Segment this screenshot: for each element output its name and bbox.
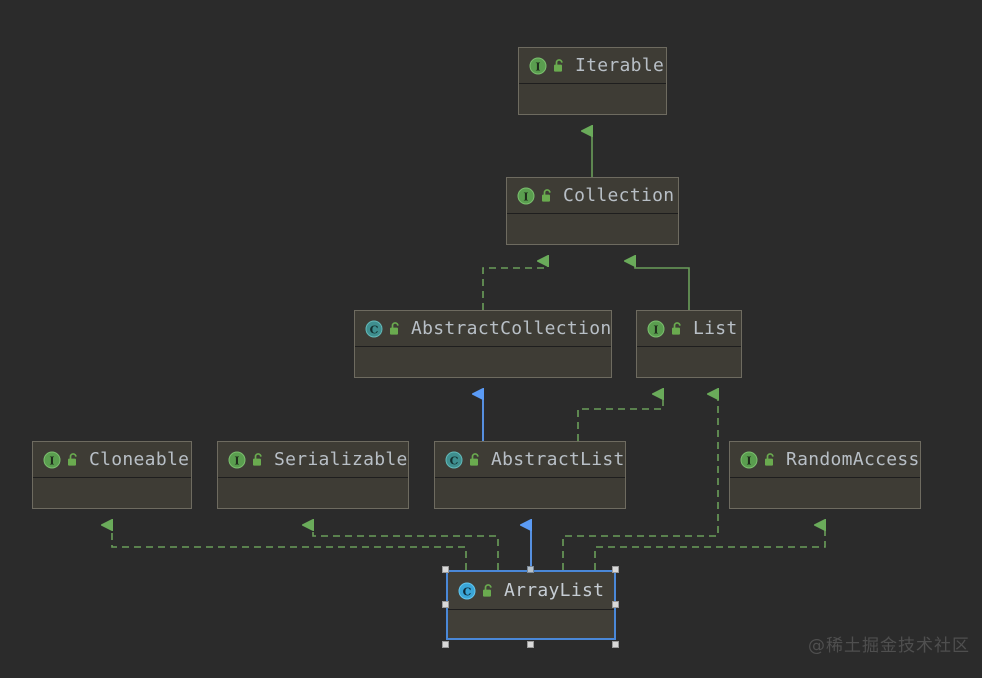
selection-handle-top-center[interactable] [527,566,534,573]
uml-node-abstract-collection[interactable]: C AbstractCollection [354,310,612,378]
interface-icon: I [517,187,535,204]
selection-handle-top-right[interactable] [612,566,619,573]
abstract-class-icon: C [365,320,383,337]
selection-handle-middle-right[interactable] [612,601,619,608]
watermark: @稀土掘金技术社区 [808,636,970,656]
selection-handle-bottom-center[interactable] [527,641,534,648]
interface-icon: I [529,57,547,74]
lock-public-icon [470,453,479,466]
abstract-class-icon: C [445,451,463,468]
edge-abstractlist-implements-list [577,394,663,441]
node-members-area [355,347,611,377]
edge-arraylist-implements-cloneable [112,525,467,570]
class-icon: C [458,582,476,599]
selection-handle-bottom-left[interactable] [442,641,449,648]
node-header: C AbstractCollection [355,311,611,347]
uml-node-list[interactable]: I List [636,310,742,378]
node-label: ArrayList [504,580,605,601]
svg-text:C: C [450,454,459,467]
svg-text:I: I [653,323,658,336]
node-label: Iterable [575,55,665,76]
node-header: I RandomAccess [730,442,920,478]
node-header: I Collection [507,178,678,214]
node-members-area [218,478,408,508]
lock-public-icon [390,322,399,335]
uml-node-cloneable[interactable]: I Cloneable [32,441,192,509]
edge-arraylist-implements-serializable [313,525,499,570]
node-header: C AbstractList [435,442,625,478]
interface-icon: I [228,451,246,468]
node-header: I Serializable [218,442,408,478]
svg-text:I: I [49,454,54,467]
svg-text:I: I [523,190,528,203]
node-label: AbstractCollection [411,318,612,339]
node-members-area [33,478,191,508]
selection-handle-middle-left[interactable] [442,601,449,608]
edge-list-extends-collection [635,261,690,310]
selection-handle-top-left[interactable] [442,566,449,573]
lock-public-icon [68,453,77,466]
lock-public-icon [765,453,774,466]
node-members-area [448,610,614,638]
svg-text:I: I [234,454,239,467]
uml-node-iterable[interactable]: I Iterable [518,47,667,115]
uml-node-arraylist[interactable]: C ArrayList [446,570,616,640]
uml-node-random-access[interactable]: I RandomAccess [729,441,921,509]
interface-icon: I [740,451,758,468]
lock-public-icon [483,584,492,597]
node-members-area [730,478,920,508]
interface-icon: I [647,320,665,337]
lock-public-icon [554,59,563,72]
node-label: AbstractList [491,449,625,470]
node-members-area [435,478,625,508]
uml-node-serializable[interactable]: I Serializable [217,441,409,509]
node-members-area [507,214,678,244]
node-members-area [519,84,666,114]
lock-public-icon [253,453,262,466]
node-label: List [693,318,738,339]
lock-public-icon [672,322,681,335]
svg-text:C: C [370,323,379,336]
node-header: I List [637,311,741,347]
svg-text:I: I [535,60,540,73]
node-label: Collection [563,185,675,206]
edge-abstractcollection-implements-collection [482,261,548,310]
node-members-area [637,347,741,377]
node-label: RandomAccess [786,449,920,470]
node-header: C ArrayList [448,572,614,610]
svg-text:I: I [746,454,751,467]
node-header: I Cloneable [33,442,191,478]
node-label: Cloneable [89,449,190,470]
edge-arraylist-implements-randomaccess [594,525,825,570]
lock-public-icon [542,189,551,202]
svg-text:C: C [463,585,472,598]
node-label: Serializable [274,449,408,470]
node-header: I Iterable [519,48,666,84]
uml-node-abstract-list[interactable]: C AbstractList [434,441,626,509]
interface-icon: I [43,451,61,468]
selection-handle-bottom-right[interactable] [612,641,619,648]
uml-node-collection[interactable]: I Collection [506,177,679,245]
